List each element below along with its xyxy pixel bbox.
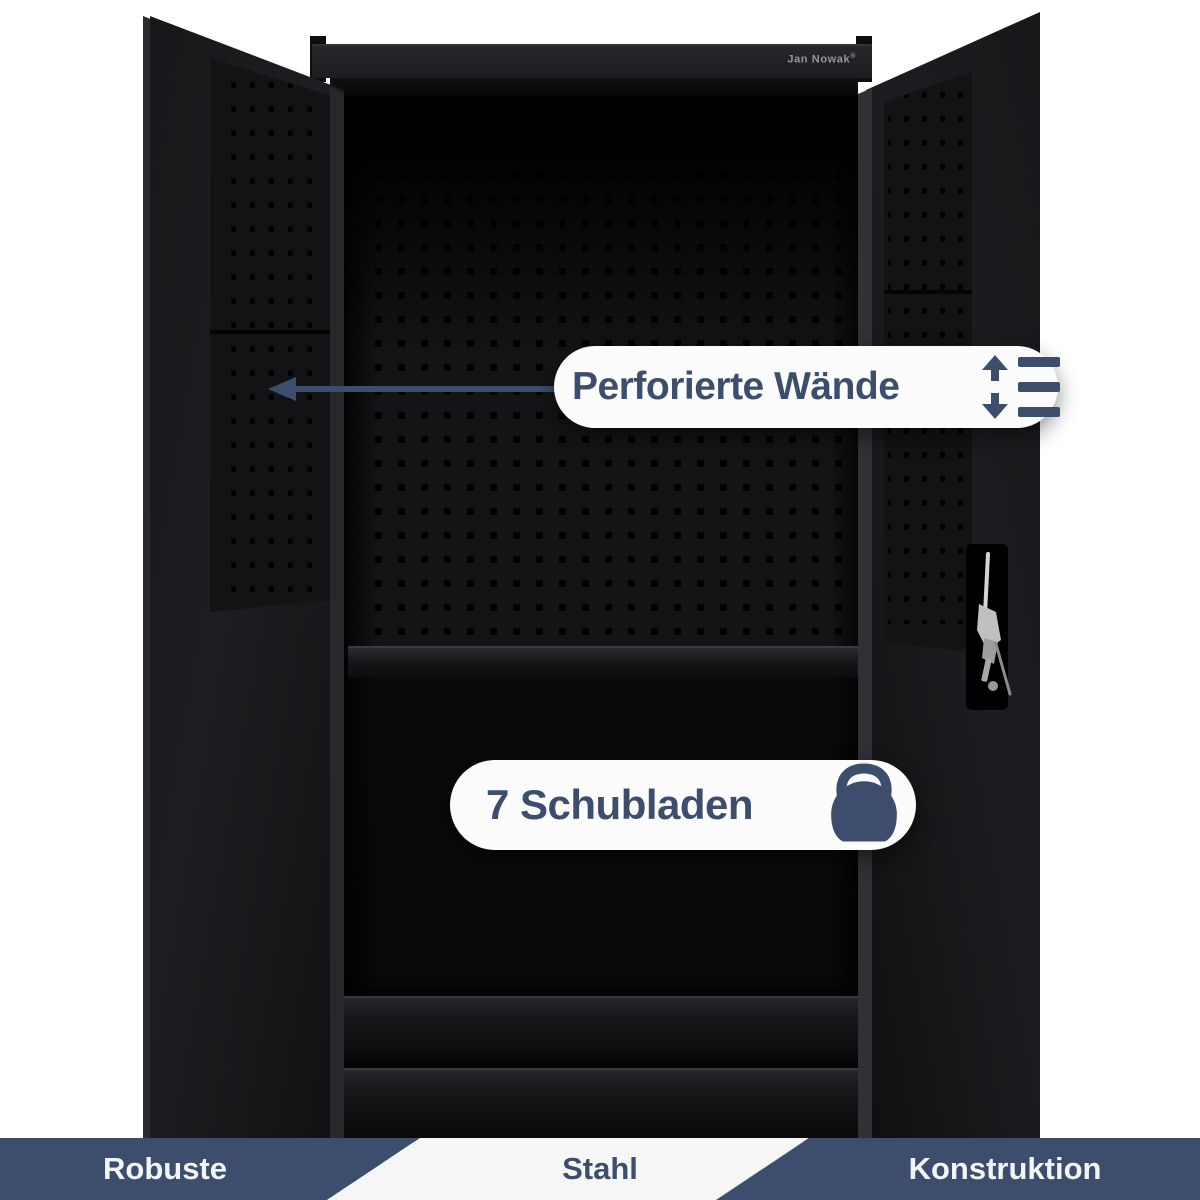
callout-drawers: 7 Schubladen <box>450 760 916 850</box>
interior-top-shadow <box>344 96 864 356</box>
bottom-banner: Robuste Stahl Konstruktion <box>0 1138 1200 1200</box>
left-door-inner-edge <box>330 86 344 1148</box>
callout-arrow <box>268 377 586 401</box>
banner-word-stahl: Stahl <box>562 1151 638 1186</box>
brand-name: Jan Nowak <box>787 53 851 66</box>
interior-left-shadow <box>344 96 378 1142</box>
right-door-inner-edge <box>858 88 872 1144</box>
shelf-height-adjust-icon <box>982 355 1060 419</box>
banner-word-robuste: Robuste <box>103 1151 227 1186</box>
brand-trademark: ® <box>850 53 856 60</box>
left-door-perforated-panel <box>205 50 335 630</box>
kettlebell-icon <box>831 763 897 842</box>
shelf-edge <box>348 646 860 678</box>
cabinet-top: Jan Nowak® <box>312 44 872 78</box>
drawer-front-1 <box>326 996 882 1066</box>
callout-drawers-label: 7 Schubladen <box>486 781 754 828</box>
banner-word-konstruktion: Konstruktion <box>908 1151 1102 1186</box>
brand-label: Jan Nowak® <box>787 53 856 66</box>
door-lock-mechanism <box>966 544 1012 710</box>
cabinet-top-lip <box>330 78 858 96</box>
drawer-front-2 <box>320 1068 888 1140</box>
callout-walls-label: Perforierte Wände <box>572 365 900 408</box>
callout-walls: Perforierte Wände <box>554 346 1060 428</box>
left-door-outer-edge <box>143 16 153 1164</box>
